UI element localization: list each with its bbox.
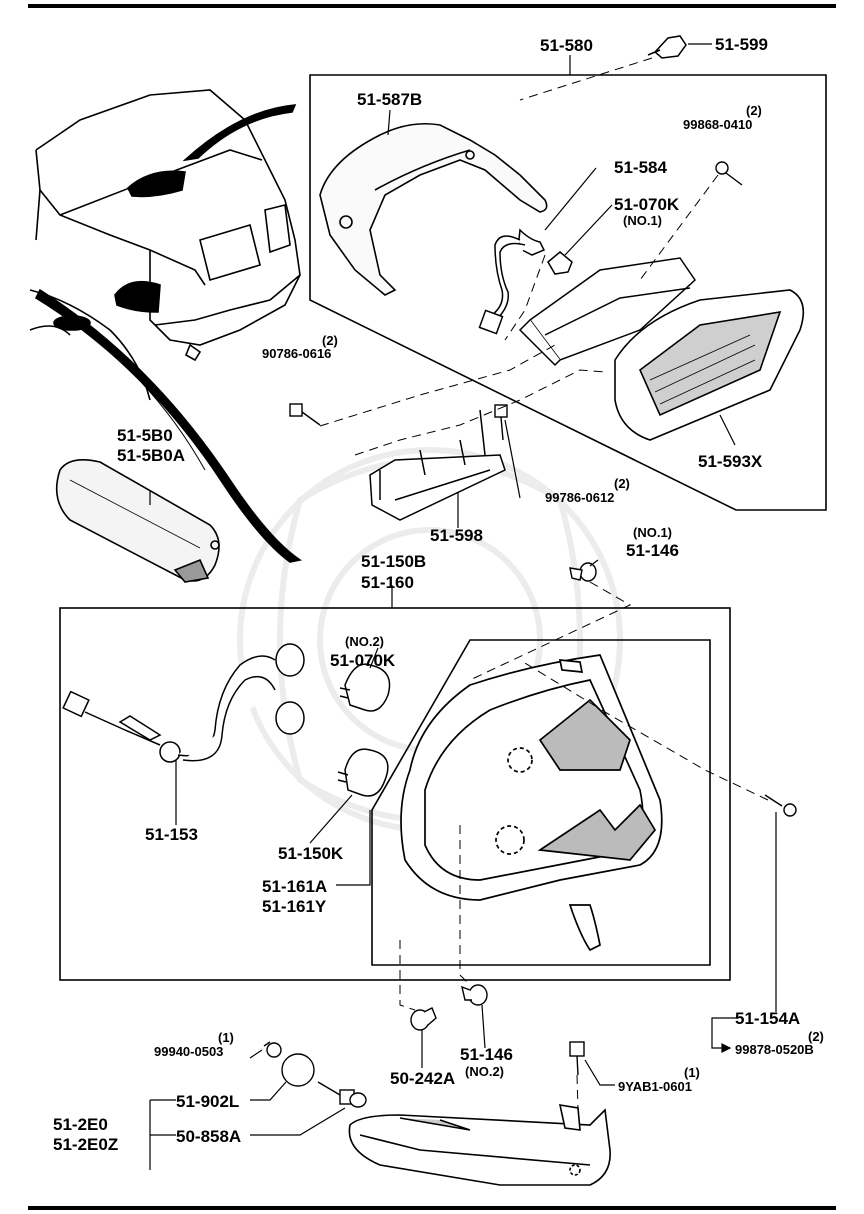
label-51-5B0: 51-5B0	[117, 426, 173, 445]
clip-51-599	[647, 35, 687, 59]
dashed-assembly-lines	[319, 57, 769, 1111]
label-51-160: 51-160	[361, 573, 414, 592]
nut-99940-0503	[263, 1041, 282, 1058]
bolt-90786-0616	[289, 403, 321, 426]
label-51-146-top-note: (NO.1)	[633, 525, 672, 540]
label-51-150B: 51-150B	[361, 552, 427, 571]
label-90786-qty: (2)	[322, 333, 338, 348]
label-99786-qty: (2)	[614, 476, 630, 491]
bolt-9YAB1-0601	[569, 1041, 585, 1076]
label-50-858A: 50-858A	[176, 1127, 242, 1146]
hmsl-assembly-box	[309, 74, 827, 511]
clip-51-146-no1	[569, 562, 597, 582]
rear-garnish-51-2E0	[348, 1104, 611, 1186]
label-51-070K-no1-note: (NO.1)	[623, 213, 662, 228]
hmsl-lens-51-593X	[614, 289, 805, 441]
leader-lines	[149, 43, 777, 1170]
label-51-580: 51-580	[540, 36, 593, 55]
car-body-illustration	[29, 89, 303, 563]
rear-combination-lamp-51-161A	[400, 654, 663, 952]
label-51-902L: 51-902L	[176, 1092, 240, 1111]
label-99878-qty: (2)	[808, 1029, 824, 1044]
label-51-153: 51-153	[145, 825, 198, 844]
label-51-146-top: 51-146	[626, 541, 679, 560]
hmsl-cover	[319, 122, 548, 296]
label-99878-0520B: 99878-0520B	[735, 1042, 814, 1057]
label-51-146-bot-note: (NO.2)	[465, 1064, 504, 1079]
label-51-584: 51-584	[614, 158, 667, 177]
label-51-146-bot: 51-146	[460, 1045, 513, 1064]
clip-51-146-no2	[461, 984, 488, 1006]
label-99868-0410: 99868-0410	[683, 117, 753, 132]
label-99786-0612: 99786-0612	[545, 490, 615, 505]
label-9YAB1-qty: (1)	[684, 1065, 700, 1080]
bracket-51-598	[369, 409, 506, 521]
label-51-161Y: 51-161Y	[262, 897, 327, 916]
label-51-070K-no1: 51-070K	[614, 195, 680, 214]
bulb-51-150K	[337, 748, 389, 797]
grommet-50-242A	[410, 1007, 437, 1031]
label-51-587B: 51-587B	[357, 90, 423, 109]
rear-lamp-assembly-box	[59, 607, 731, 981]
screw-99868-0410	[715, 161, 743, 186]
bulb-51-070K-no2	[339, 663, 391, 712]
side-marker-lamp	[55, 459, 220, 583]
hmsl-lamp-body	[518, 257, 696, 367]
socket-harness-51-584	[478, 228, 546, 335]
label-50-242A: 50-242A	[390, 1069, 456, 1088]
label-51-5B0A: 51-5B0A	[117, 446, 186, 465]
lamp-unit-inner-box	[371, 639, 711, 966]
label-99868-qty: (2)	[746, 103, 762, 118]
wire-harness-51-153	[62, 643, 305, 763]
label-51-070K-no2-note: (NO.2)	[345, 634, 384, 649]
label-51-2E0Z: 51-2E0Z	[53, 1135, 119, 1154]
label-99940-0503: 99940-0503	[154, 1044, 224, 1059]
screw-50-858A	[317, 1081, 367, 1108]
pad-51-902L	[281, 1053, 315, 1087]
label-9YAB1-0601: 9YAB1-0601	[618, 1079, 692, 1094]
label-51-593X: 51-593X	[698, 452, 763, 471]
bulb-51-070K-no1	[547, 251, 573, 275]
label-51-2E0: 51-2E0	[53, 1115, 108, 1134]
label-90786-0616: 90786-0616	[262, 346, 332, 361]
bolt-99786-0612	[494, 404, 508, 441]
label-51-161A: 51-161A	[262, 877, 328, 896]
label-51-150K: 51-150K	[278, 844, 344, 863]
label-51-598: 51-598	[430, 526, 483, 545]
label-99940-qty: (1)	[218, 1030, 234, 1045]
label-51-070K-no2: 51-070K	[330, 651, 396, 670]
label-51-154A: 51-154A	[735, 1009, 801, 1028]
screw-51-154A	[764, 794, 797, 817]
label-51-599: 51-599	[715, 35, 768, 54]
